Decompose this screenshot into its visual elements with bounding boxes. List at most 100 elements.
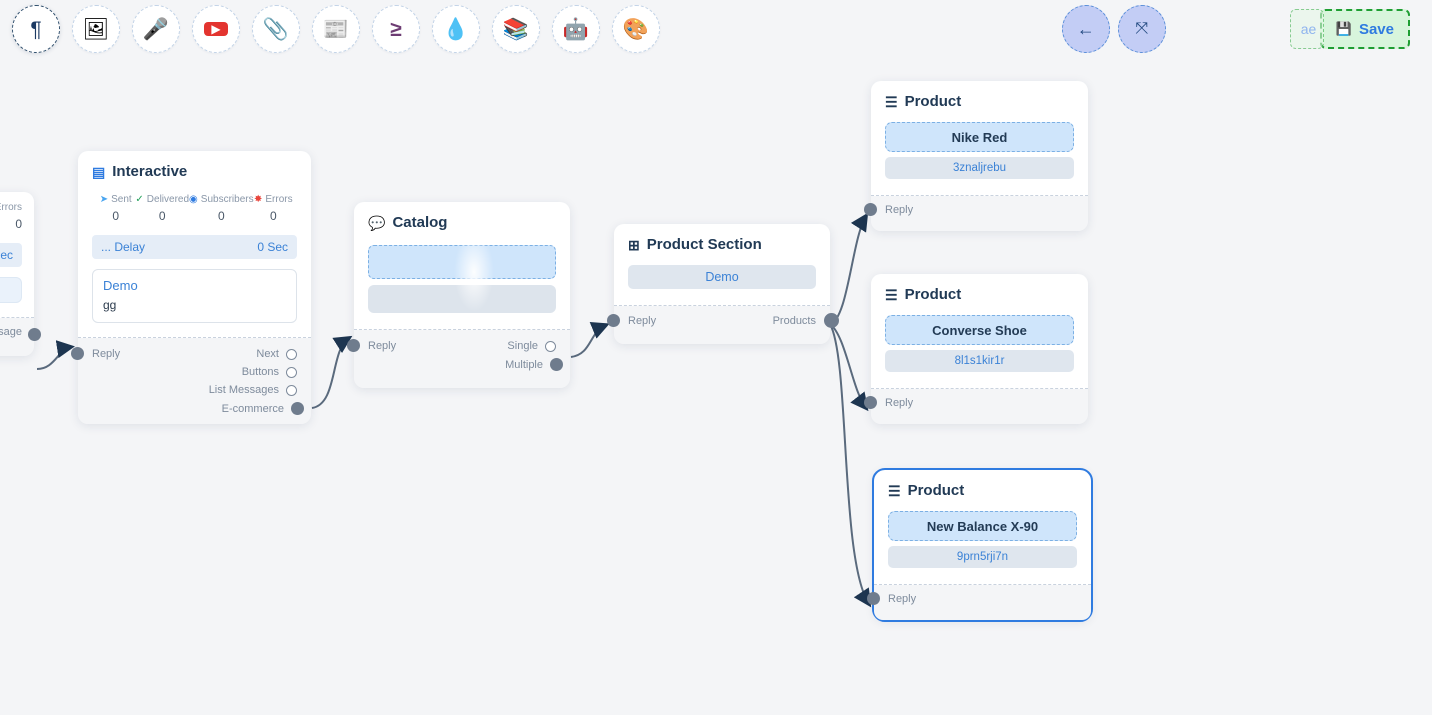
sent-icon: ➤ bbox=[99, 194, 109, 205]
back-button[interactable]: ← bbox=[1061, 5, 1110, 53]
node-catalog[interactable]: 💬 Catalog Reply Single Multiple bbox=[347, 202, 570, 388]
palette-item-palette-icon[interactable]: 🎨 bbox=[612, 5, 660, 53]
fit-view-button[interactable]: ⤧ bbox=[1117, 5, 1166, 53]
offscreen-delay-value: Sec bbox=[0, 248, 13, 262]
image-icon: 🖼 bbox=[82, 17, 110, 41]
product-2-name-chip[interactable]: Converse Shoe bbox=[885, 315, 1074, 345]
edge-products-to-product-2 bbox=[829, 323, 869, 412]
product-section-in-port-handle[interactable] bbox=[607, 314, 620, 327]
product-2-node-icon: ☰ bbox=[885, 286, 898, 303]
product-3-node-title: Product bbox=[907, 482, 965, 499]
interactive-node-icon: ▤ bbox=[92, 163, 106, 180]
product-section-out-port-label[interactable]: Products bbox=[772, 315, 816, 327]
out-port-list-messages[interactable]: List Messages bbox=[209, 384, 297, 396]
product-1-name-chip[interactable]: Nike Red bbox=[885, 122, 1074, 152]
catalog-in-port-handle[interactable] bbox=[347, 339, 360, 352]
out-port-single-label: Single bbox=[507, 340, 538, 352]
product-section-node-title: Product Section bbox=[646, 236, 762, 253]
microphone-icon: 🎤 bbox=[142, 17, 170, 41]
product-2-in-port-label[interactable]: Reply bbox=[885, 397, 914, 409]
out-port-ecommerce-handle[interactable] bbox=[291, 402, 304, 415]
out-port-multiple[interactable]: Multiple bbox=[505, 358, 563, 371]
product-3-node-icon: ☰ bbox=[888, 482, 901, 499]
product-3-in-port-label[interactable]: Reply bbox=[888, 593, 917, 605]
out-port-next-label: Next bbox=[256, 348, 279, 360]
node-product-2[interactable]: ☰ Product Converse Shoe 8l1s1kir1r Reply bbox=[864, 274, 1088, 424]
canvas-controls[interactable]: ← ⤧ ae 💾 Save bbox=[1061, 0, 1432, 58]
offscreen-out-port-handle[interactable] bbox=[28, 328, 41, 341]
out-port-list-messages-handle[interactable] bbox=[286, 384, 297, 396]
palette-item-condition-icon[interactable]: ≥ bbox=[372, 5, 420, 53]
catalog-skeleton-primary bbox=[368, 245, 556, 279]
out-port-single[interactable]: Single bbox=[507, 340, 556, 352]
out-port-buttons-handle[interactable] bbox=[286, 366, 297, 378]
palette-item-microphone-icon[interactable]: 🎤 bbox=[132, 5, 180, 53]
edge-catalog-to-product-section bbox=[570, 322, 610, 358]
out-port-buttons[interactable]: Buttons bbox=[242, 366, 297, 378]
node-product-1[interactable]: ☰ Product Nike Red 3znaljrebu Reply bbox=[864, 81, 1088, 231]
offscreen-out-port-label[interactable]: essage bbox=[0, 326, 22, 338]
product-3-in-port-handle[interactable] bbox=[867, 592, 880, 605]
out-port-multiple-label: Multiple bbox=[505, 358, 543, 371]
palette-item-paragraph-text-icon[interactable]: ¶ bbox=[12, 5, 60, 53]
product-1-id-chip[interactable]: 3znaljrebu bbox=[885, 157, 1074, 179]
hidden-button-label: ae bbox=[1300, 21, 1317, 37]
stat-subscribers: ◉Subscribers 0 bbox=[189, 194, 254, 223]
interactive-stats: ➤Sent 0 ✓Delivered 0 ◉Subscribers 0 ✸Err… bbox=[92, 194, 297, 223]
interactive-in-port-label[interactable]: Reply bbox=[92, 348, 121, 360]
node-palette-toolbar[interactable]: ¶ 🖼 🎤 ▶ 📎 📰 ≥ 💧 📚 🤖 🎨 bbox=[0, 0, 660, 58]
out-port-single-handle[interactable] bbox=[545, 340, 556, 352]
stat-delivered: ✓Delivered 0 bbox=[135, 194, 189, 223]
product-2-node-title: Product bbox=[904, 286, 962, 303]
interactive-out-ports[interactable]: Next Buttons List Messages E-commerce bbox=[92, 348, 304, 415]
node-offscreen-left[interactable]: Errors 0 Sec essage bbox=[0, 192, 41, 356]
interactive-message-box[interactable]: Demo gg bbox=[92, 269, 297, 323]
stat-errors-label: Errors bbox=[265, 194, 293, 205]
palette-item-bot-icon[interactable]: 🤖 bbox=[552, 5, 600, 53]
out-port-multiple-handle[interactable] bbox=[550, 358, 563, 371]
delay-row[interactable]: ... Delay 0 Sec bbox=[92, 235, 297, 259]
product-1-in-port-label[interactable]: Reply bbox=[885, 204, 914, 216]
condition-icon: ≥ bbox=[390, 17, 402, 41]
offscreen-errors-value: 0 bbox=[15, 217, 22, 231]
palette-item-card-icon[interactable]: 📰 bbox=[312, 5, 360, 53]
palette-icon: 🎨 bbox=[622, 17, 650, 41]
node-product-section[interactable]: ⊞ Product Section Demo Reply Products bbox=[607, 224, 839, 344]
stat-delivered-value: 0 bbox=[158, 209, 166, 223]
edge-products-to-product-1 bbox=[829, 212, 869, 325]
save-disk-icon: 💾 bbox=[1335, 21, 1352, 36]
node-product-3[interactable]: ☰ Product New Balance X-90 9prn5rji7n Re… bbox=[867, 468, 1093, 622]
product-3-id-chip[interactable]: 9prn5rji7n bbox=[888, 546, 1077, 568]
palette-item-list-icon[interactable]: 📚 bbox=[492, 5, 540, 53]
out-port-list-messages-label: List Messages bbox=[208, 384, 279, 396]
palette-item-image-icon[interactable]: 🖼 bbox=[72, 5, 120, 53]
arrow-left-icon: ← bbox=[1076, 18, 1095, 39]
product-2-in-port-handle[interactable] bbox=[864, 396, 877, 409]
out-port-ecommerce[interactable]: E-commerce bbox=[222, 402, 304, 415]
card-icon: 📰 bbox=[322, 17, 350, 41]
product-3-name-chip[interactable]: New Balance X-90 bbox=[888, 511, 1077, 541]
out-port-next-handle[interactable] bbox=[286, 348, 297, 360]
product-1-in-port-handle[interactable] bbox=[864, 203, 877, 216]
catalog-node-icon: 💬 bbox=[368, 214, 386, 231]
catalog-out-ports[interactable]: Single Multiple bbox=[368, 340, 563, 371]
interactive-in-port-handle[interactable] bbox=[71, 347, 84, 360]
product-section-in-port-label[interactable]: Reply bbox=[628, 315, 657, 327]
interactive-node-title: Interactive bbox=[112, 163, 188, 180]
catalog-in-port-label[interactable]: Reply bbox=[368, 340, 397, 352]
stat-errors-value: 0 bbox=[269, 209, 277, 223]
palette-item-video-icon[interactable]: ▶ bbox=[192, 5, 240, 53]
out-port-next[interactable]: Next bbox=[256, 348, 297, 360]
product-2-id-chip[interactable]: 8l1s1kir1r bbox=[885, 350, 1074, 372]
save-button[interactable]: 💾 Save bbox=[1319, 9, 1410, 49]
stat-subscribers-value: 0 bbox=[217, 209, 225, 223]
palette-item-attachment-icon[interactable]: 📎 bbox=[252, 5, 300, 53]
node-interactive[interactable]: ▤ Interactive ➤Sent 0 ✓Delivered 0 ◉Subs… bbox=[71, 151, 311, 424]
product-section-demo-chip[interactable]: Demo bbox=[628, 265, 816, 289]
palette-item-drop-icon[interactable]: 💧 bbox=[432, 5, 480, 53]
product-section-out-port-handle[interactable] bbox=[824, 313, 839, 328]
hidden-secondary-button[interactable]: ae bbox=[1289, 9, 1324, 49]
delivered-icon: ✓ bbox=[135, 194, 144, 205]
product-section-node-icon: ⊞ bbox=[628, 236, 640, 253]
